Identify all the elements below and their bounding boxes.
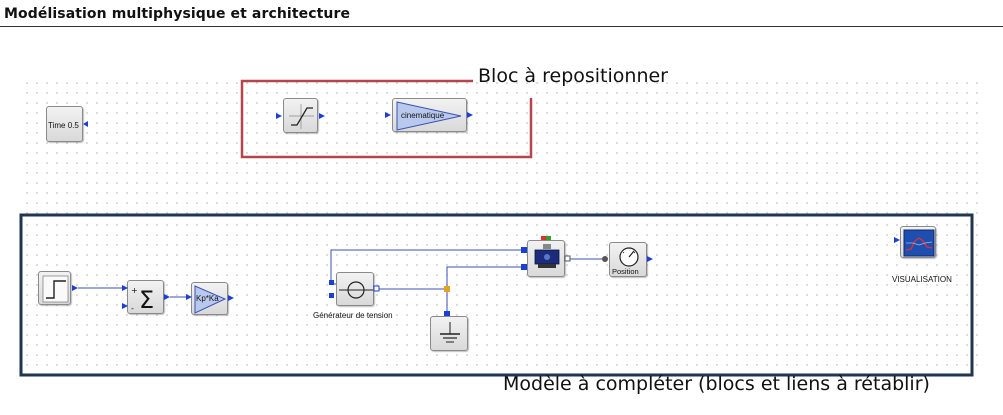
step-block[interactable] [38,271,71,305]
motor-block[interactable] [527,240,565,277]
step-icon [42,275,69,303]
gain-block[interactable]: Kp*Ka [191,282,228,315]
time-output-port [83,121,88,127]
cinematique-input-port [385,112,391,118]
sum-plus-input-port [122,285,128,291]
gain-input-port [186,294,192,300]
visualisation-block[interactable] [900,226,936,258]
sum-output-port [164,294,170,300]
motor-input-port-b [521,264,527,270]
saturation-output-port [319,113,325,119]
motor-icon [534,244,560,268]
position-input-port [602,256,608,262]
position-label: Position [612,267,639,276]
gain-triangle-icon [396,101,462,131]
svg-text:-: - [131,304,134,313]
wire-ground-motor [446,266,524,289]
position-output-port [647,256,653,262]
page-title: Modélisation multiphysique et architectu… [4,6,351,22]
saturation-input-port [276,113,282,119]
generator-input-port-a [329,280,334,285]
saturation-icon [289,104,314,129]
cinematique-output-port [467,112,473,118]
callout-modele-a-completer: Modèle à compléter (blocs et liens à rét… [503,373,930,395]
gain-block-triangle-icon [194,285,227,314]
time-block[interactable]: Time 0.5 [46,106,83,142]
motor-input-port-a [521,247,527,253]
wire-junction [444,286,450,292]
red-frame [240,79,533,159]
wire-generator-motor-top [330,249,524,283]
diagram-canvas-top [22,78,978,218]
cinematique-block[interactable]: cinematique [392,98,467,132]
navy-frame [19,213,974,377]
voltage-generator-block[interactable] [336,272,374,306]
sum-block[interactable]: Σ + - [127,280,164,314]
cinematique-label: cinematique [401,111,445,120]
scope-icon [903,229,935,257]
generator-output-port [373,285,380,292]
callout-bloc-a-repositionner: Bloc à repositionner [478,65,668,87]
voltage-generator-label: Générateur de tension [313,311,393,320]
gain-output-port [228,295,234,301]
diagram-canvas-bottom [22,220,978,372]
gauge-icon [619,247,639,267]
time-block-label: Time 0.5 [48,121,79,130]
motor-output-port [564,255,571,262]
sum-icon: Σ + - [131,286,154,314]
step-output-port [72,285,78,291]
motor-green-port [546,236,551,240]
ground-icon [440,322,460,343]
saturation-block[interactable] [283,98,318,133]
ground-block[interactable] [430,316,468,351]
wire-generator-ground [375,288,448,312]
svg-text:Σ: Σ [139,286,154,314]
visualisation-label: VISUALISATION [892,275,952,284]
sum-minus-input-port [122,303,128,309]
svg-text:+: + [131,286,138,295]
motor-red-port [541,236,546,240]
voltage-source-icon [339,281,373,299]
position-sensor-block[interactable]: Position [609,242,647,277]
visualisation-input-port [894,237,900,243]
gain-block-label: Kp*Ka [196,294,219,303]
header-divider [0,26,1003,27]
generator-input-port-b [329,293,334,298]
ground-input-port [444,311,450,316]
